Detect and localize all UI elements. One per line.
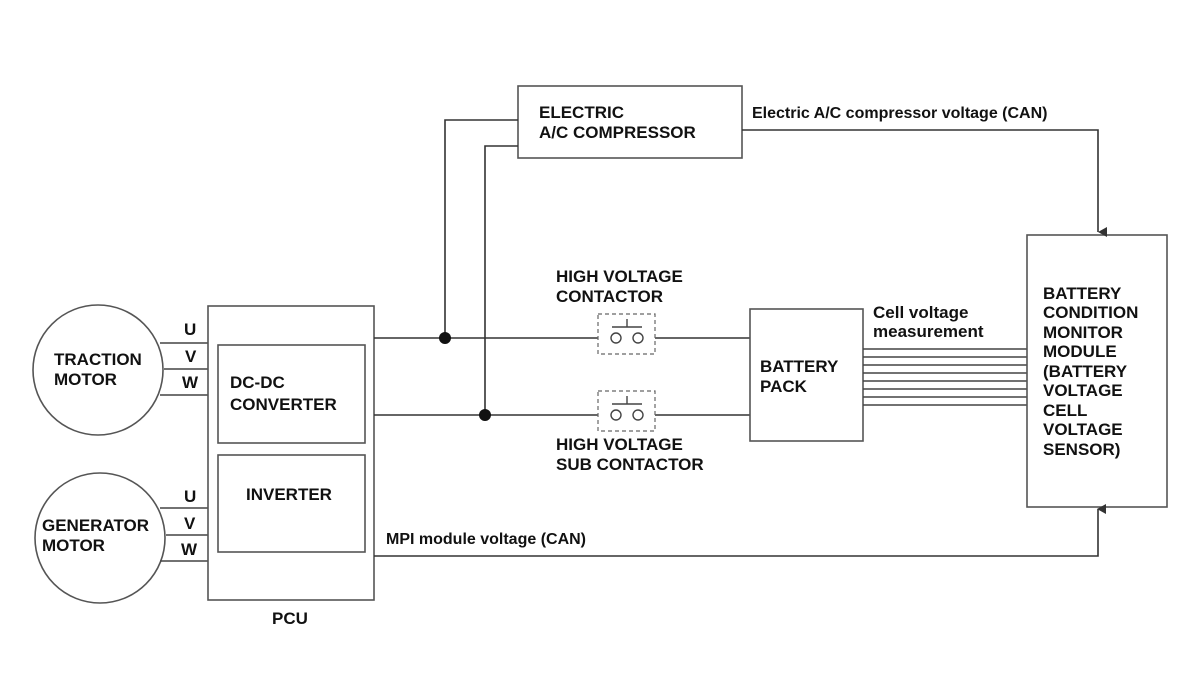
- pcu: DC-DC CONVERTER INVERTER PCU: [207, 305, 375, 628]
- battery-pack-label-line2: PACK: [760, 377, 808, 396]
- generator-motor-circle: [34, 472, 166, 604]
- dcdc-converter-label-line2: CONVERTER: [230, 395, 337, 414]
- generator-phase-w: W: [181, 540, 198, 559]
- compressor-label-line2: A/C COMPRESSOR: [539, 123, 696, 142]
- high-voltage-wiring: [374, 119, 750, 421]
- generator-motor-label-line2: MOTOR: [42, 536, 105, 555]
- sub-contactor-label-line2: SUB CONTACTOR: [556, 455, 704, 474]
- generator-phase-v: V: [184, 514, 196, 533]
- monitor-module-box: [1026, 234, 1168, 508]
- monitor-label-line8: VOLTAGE: [1043, 420, 1123, 439]
- battery-pack: BATTERY PACK: [749, 308, 864, 442]
- monitor-label-line1: BATTERY: [1043, 284, 1122, 303]
- monitor-label-line9: SENSOR): [1043, 440, 1120, 459]
- monitor-label-line3: MONITOR: [1043, 323, 1123, 342]
- junction-dot-main: [439, 332, 451, 344]
- monitor-label-line6: VOLTAGE: [1043, 381, 1123, 400]
- sub-contactor-terminal-right: [632, 409, 644, 421]
- contactor-label-line1: HIGH VOLTAGE: [556, 267, 683, 286]
- contactor-terminal-right: [632, 332, 644, 344]
- monitor-label-line4: MODULE: [1043, 342, 1117, 361]
- battery-pack-box: [749, 308, 864, 442]
- generator-motor-label-line1: GENERATOR: [42, 516, 149, 535]
- cell-voltage-label-line1: Cell voltage: [873, 303, 968, 322]
- battery-condition-monitor-module: BATTERY CONDITION MONITOR MODULE (BATTER…: [1026, 234, 1168, 508]
- traction-phase-u: U: [184, 320, 196, 339]
- inverter-label: INVERTER: [246, 485, 332, 504]
- pcu-label: PCU: [272, 609, 308, 628]
- cell-voltage-bundle: Cell voltage measurement: [863, 303, 1027, 406]
- dcdc-converter-label-line1: DC-DC: [230, 373, 285, 392]
- generator-motor: GENERATOR MOTOR: [34, 472, 166, 604]
- traction-motor-label-line2: MOTOR: [54, 370, 117, 389]
- mpi-can-label: MPI module voltage (CAN): [386, 531, 586, 548]
- high-voltage-sub-contactor: HIGH VOLTAGE SUB CONTACTOR: [556, 390, 704, 474]
- generator-phase-wires: U V W: [160, 487, 208, 562]
- mpi-can-signal: MPI module voltage (CAN): [374, 504, 1106, 557]
- sub-contactor-dashed-box: [597, 390, 656, 432]
- monitor-label-line5: (BATTERY: [1043, 362, 1128, 381]
- electric-ac-compressor: ELECTRIC A/C COMPRESSOR: [517, 85, 743, 159]
- sub-contactor-terminal-left: [610, 409, 622, 421]
- junction-dot-sub: [479, 409, 491, 421]
- traction-phase-wires: U V W: [160, 320, 208, 396]
- traction-phase-w: W: [182, 373, 199, 392]
- generator-phase-u: U: [184, 487, 196, 506]
- contactor-label-line2: CONTACTOR: [556, 287, 663, 306]
- inverter-box: [217, 454, 366, 553]
- high-voltage-contactor: HIGH VOLTAGE CONTACTOR: [556, 267, 683, 355]
- compressor-feed-sub: [484, 145, 518, 415]
- dcdc-converter-box: [217, 344, 366, 444]
- monitor-label-line2: CONDITION: [1043, 303, 1138, 322]
- battery-pack-label-line1: BATTERY: [760, 357, 839, 376]
- contactor-terminal-left: [610, 332, 622, 344]
- compressor-label-line1: ELECTRIC: [539, 103, 624, 122]
- traction-motor: TRACTION MOTOR: [32, 304, 164, 436]
- cell-voltage-label-line2: measurement: [873, 322, 984, 341]
- traction-motor-circle: [32, 304, 164, 436]
- contactor-dashed-box: [597, 313, 656, 355]
- compressor-can-arrow: [742, 129, 1107, 237]
- compressor-box: [517, 85, 743, 159]
- traction-phase-v: V: [185, 347, 197, 366]
- traction-motor-label-line1: TRACTION: [54, 350, 142, 369]
- compressor-can-label: Electric A/C compressor voltage (CAN): [752, 105, 1047, 122]
- compressor-feed-main: [444, 119, 518, 338]
- mpi-can-arrow: [374, 504, 1106, 557]
- monitor-label-line7: CELL: [1043, 401, 1087, 420]
- sub-contactor-label-line1: HIGH VOLTAGE: [556, 435, 683, 454]
- compressor-can-signal: Electric A/C compressor voltage (CAN): [742, 105, 1107, 237]
